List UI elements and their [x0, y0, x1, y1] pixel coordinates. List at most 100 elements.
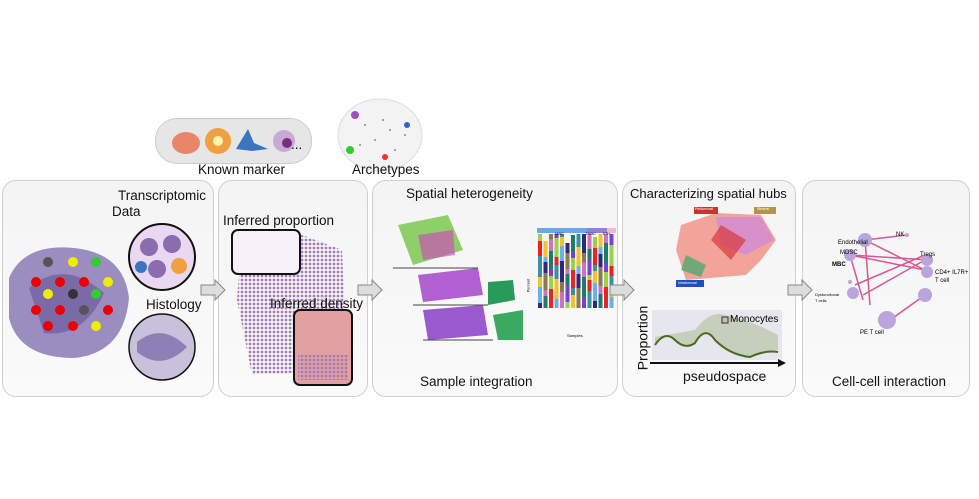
bar-segment	[554, 238, 559, 257]
bar-segment	[538, 256, 542, 277]
known-marker-label: Known marker	[198, 162, 286, 177]
data-label: Data	[112, 204, 141, 219]
bar-segment	[571, 270, 575, 288]
bar-segment	[609, 297, 614, 308]
group-mbc: MBC	[555, 231, 564, 236]
arrow-right-icon	[609, 278, 635, 302]
sample-integration-label: Sample integration	[420, 374, 533, 389]
inferred-density-label: Inferred density	[270, 296, 364, 311]
bar-segment	[560, 292, 564, 308]
cell-types-icon	[172, 128, 295, 154]
bar-segment	[565, 274, 570, 285]
bar-segment	[604, 287, 608, 308]
bar-segment	[565, 302, 570, 308]
bar-segment	[609, 276, 614, 292]
transcriptomic-label: Transcriptomic	[118, 188, 207, 203]
bar-segment	[549, 239, 553, 251]
hub-intratumoral: Intratumoral	[678, 281, 697, 285]
bar-segment	[593, 301, 597, 308]
bar-segment	[560, 261, 564, 282]
tissue-section	[9, 247, 129, 358]
node-mdsc: MDSC	[840, 250, 858, 256]
node-tcell: T cell	[935, 278, 950, 284]
inferred-proportion-label: Inferred proportion	[223, 213, 335, 228]
bar-segment	[554, 279, 559, 299]
bar-segment	[598, 247, 603, 254]
bar-segment	[598, 234, 603, 247]
bar-segment	[582, 262, 586, 277]
group-header	[607, 228, 616, 233]
bar-segment	[609, 234, 614, 245]
bar-segment	[565, 253, 570, 269]
bar-segment	[554, 265, 559, 279]
bar-segment	[565, 243, 570, 253]
bar-segment	[571, 295, 575, 308]
bar-segment	[598, 294, 603, 308]
bar-segment	[587, 275, 592, 280]
bar-segment	[543, 257, 548, 262]
bar-segment	[543, 296, 548, 308]
hub-stromal: Stromal	[757, 207, 770, 211]
cell-cell-interaction-label: Cell-cell interaction	[832, 374, 947, 389]
bar-segment	[538, 234, 542, 241]
bar-segment	[571, 235, 575, 252]
interaction-network	[844, 233, 933, 329]
bar-segment	[598, 267, 603, 286]
bar-segment	[560, 282, 564, 292]
spot-grid	[231, 229, 353, 386]
bar-segment	[576, 247, 581, 266]
stacked-sections	[393, 215, 523, 341]
node-tregs: Tregs	[920, 252, 936, 258]
archetypes-label: Archetypes	[352, 162, 420, 177]
pseudospace-plot	[650, 310, 786, 367]
bar-segment	[582, 253, 586, 262]
bar-segment	[609, 266, 614, 276]
bar-segment	[598, 286, 603, 294]
legend-monocytes: Monocytes	[730, 314, 779, 325]
bar-segment	[543, 273, 548, 290]
bar-segment	[549, 269, 553, 276]
bar-segment	[565, 285, 570, 302]
bar-segment	[582, 234, 586, 253]
stacked-bar-chart: MBC TNBC ER+ Percent Samples	[525, 228, 617, 358]
bar-segment	[587, 291, 592, 308]
bar-segment	[538, 287, 542, 303]
arrow-right-icon	[357, 278, 383, 302]
y-label-proportion: Proportion	[634, 305, 651, 371]
group-er: ER+	[603, 231, 611, 236]
bar-segment	[604, 272, 608, 287]
bar-segment	[538, 277, 542, 287]
hub-peritumoral: Peritumoral	[695, 207, 713, 211]
node-endothelial: Endothelial	[838, 240, 868, 246]
bar-segment	[593, 248, 597, 265]
archetypes-scatter	[337, 98, 423, 172]
x-label-pseudospace: pseudospace	[683, 368, 767, 384]
bar-segment	[543, 290, 548, 296]
group-tnbc: TNBC	[585, 231, 596, 236]
node-pe-tcell: PE T cell	[860, 330, 884, 336]
bar-segment	[571, 288, 575, 295]
bar-segment	[549, 234, 553, 239]
histology-label: Histology	[146, 297, 202, 312]
node-tcells: T cells	[815, 298, 827, 303]
bar-segment	[582, 277, 586, 298]
bar-segment	[593, 265, 597, 271]
known-marker-pill: ...	[155, 118, 312, 164]
bar-segment	[593, 283, 597, 301]
x-axis-label: Samples	[567, 333, 583, 338]
bar-segment	[538, 241, 542, 256]
bar-segment	[560, 246, 564, 261]
bar-segment	[604, 263, 608, 272]
node-dysfunctional: Dysfunctional	[815, 292, 840, 297]
arrow-right-icon	[200, 278, 226, 302]
bar-segment	[593, 237, 597, 248]
node-mbc: MBC	[832, 262, 846, 268]
bar-segment	[538, 303, 542, 308]
bar-segment	[560, 234, 564, 237]
bar-segment	[587, 259, 592, 275]
bar-segment	[565, 269, 570, 274]
bar-segment	[604, 243, 608, 263]
bar-segment	[576, 274, 581, 288]
cells-zoom-circle	[128, 223, 196, 291]
